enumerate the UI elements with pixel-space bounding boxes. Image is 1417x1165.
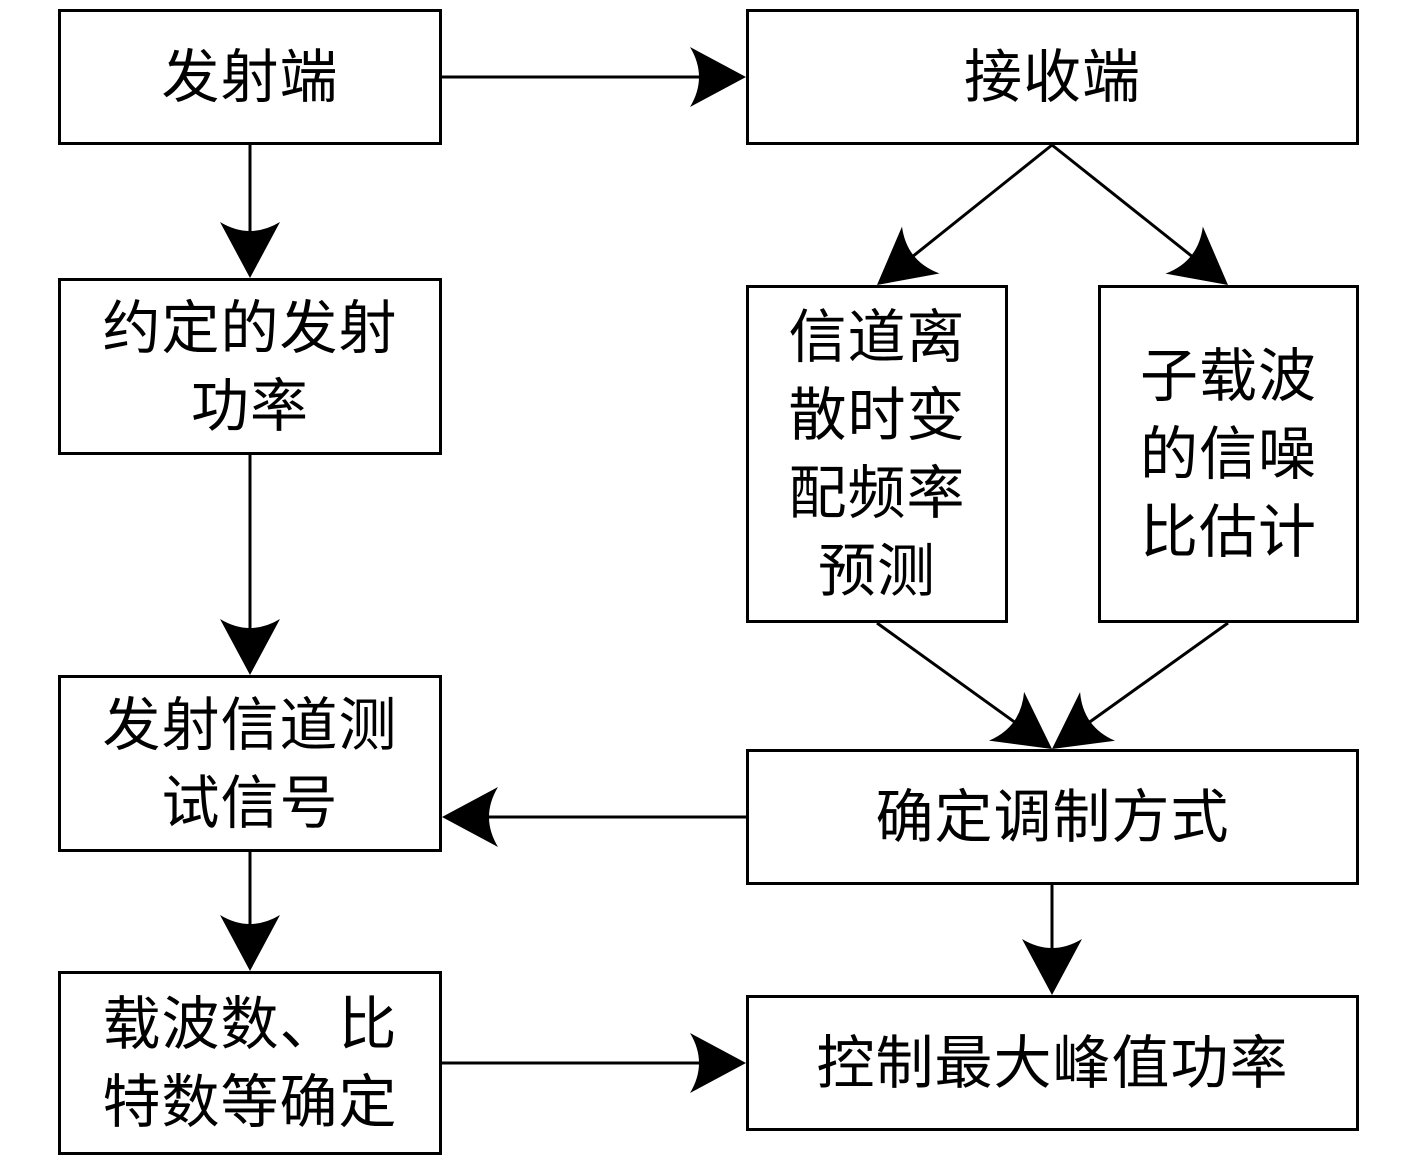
edge-snr_estimation-to-modulation (1052, 621, 1229, 749)
connector-line (1051, 143, 1200, 263)
node-test-signal-line-2: 试信号 (161, 768, 339, 837)
node-agreed-power: 约定的发射 功率 (58, 278, 442, 455)
node-channel-prediction-line-1: 信道离 (788, 303, 966, 371)
node-test-signal: 发射信道测 试信号 (58, 675, 442, 852)
node-transmitter: 发射端 (58, 9, 442, 145)
edge-receiver-to-channel_prediction (877, 143, 1053, 285)
connector-line (905, 143, 1053, 263)
node-agreed-power-line-2: 功率 (190, 371, 309, 440)
arrowhead-icon (1165, 226, 1228, 285)
arrowhead-icon (220, 222, 280, 278)
node-carrier-bits-line-2: 特数等确定 (102, 1068, 398, 1136)
arrowhead-icon (1022, 939, 1082, 995)
node-modulation-line-1: 确定调制方式 (875, 783, 1230, 851)
arrowhead-icon (1052, 692, 1115, 749)
node-carrier-bits-line-1: 载波数、比 (102, 990, 398, 1058)
arrowhead-icon (442, 787, 498, 847)
edge-modulation-to-test_signal (442, 787, 746, 847)
edge-agreed_power-to-test_signal (220, 455, 280, 675)
node-test-signal-line-1: 发射信道测 (102, 690, 398, 759)
arrowhead-icon (690, 1033, 746, 1093)
arrowhead-icon (220, 619, 280, 675)
edge-transmitter-to-agreed_power (220, 145, 280, 278)
node-receiver: 接收端 (746, 9, 1359, 145)
edge-modulation-to-peak_power (1022, 885, 1082, 995)
node-modulation: 确定调制方式 (746, 749, 1359, 885)
arrowhead-icon (690, 47, 746, 107)
edge-channel_prediction-to-modulation (876, 621, 1052, 749)
node-snr-estimation-line-1: 子载波 (1139, 342, 1317, 410)
node-channel-prediction: 信道离 散时变 配频率 预测 (746, 285, 1008, 623)
edge-transmitter-to-receiver (442, 47, 746, 107)
connector-line (1082, 621, 1229, 729)
edge-receiver-to-snr_estimation (1051, 143, 1228, 285)
node-snr-estimation: 子载波 的信噪 比估计 (1098, 285, 1359, 623)
arrowhead-icon (989, 691, 1052, 749)
node-channel-prediction-line-2: 散时变 (788, 381, 966, 449)
node-peak-power-line-1: 控制最大峰值功率 (816, 1029, 1289, 1097)
node-transmitter-line-1: 发射端 (161, 43, 339, 111)
arrowhead-icon (877, 226, 940, 285)
edge-carrier_bits-to-peak_power (442, 1033, 746, 1093)
node-carrier-bits: 载波数、比 特数等确定 (58, 971, 442, 1155)
node-agreed-power-line-1: 约定的发射 (102, 293, 398, 362)
node-peak-power: 控制最大峰值功率 (746, 995, 1359, 1131)
node-snr-estimation-line-2: 的信噪 (1139, 420, 1317, 488)
edge-test_signal-to-carrier_bits (220, 852, 280, 971)
node-channel-prediction-line-3: 配频率 (788, 459, 966, 527)
connector-line (876, 621, 1023, 729)
arrowhead-icon (220, 915, 280, 971)
node-channel-prediction-line-4: 预测 (817, 537, 936, 605)
node-snr-estimation-line-3: 比估计 (1139, 498, 1317, 566)
node-receiver-line-1: 接收端 (963, 43, 1141, 111)
